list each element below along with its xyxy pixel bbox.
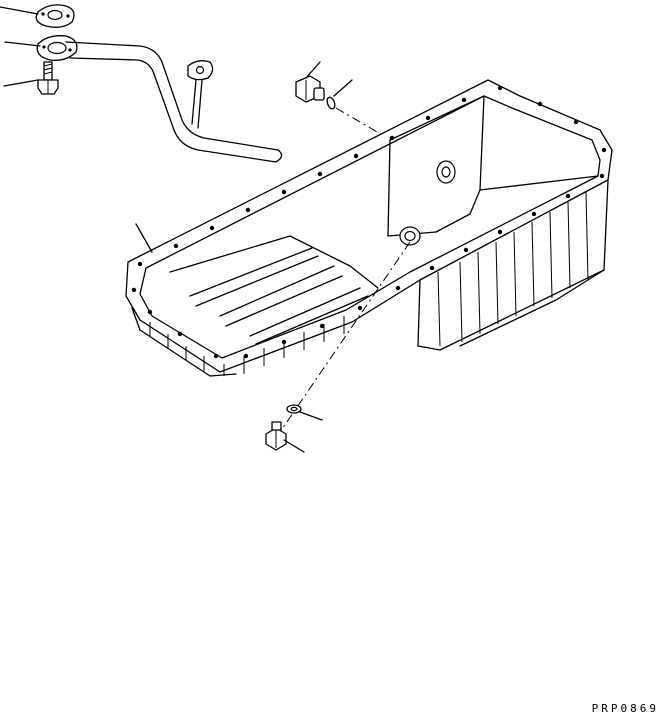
drawing-reference-code: PRP0869: [591, 702, 659, 715]
leader-line: [305, 61, 321, 79]
oil-pan-icon[interactable]: [125, 79, 613, 377]
drain-centerline: [279, 241, 411, 433]
gasket-icon[interactable]: [35, 4, 75, 28]
leader-line: [4, 41, 41, 47]
leader-line: [283, 439, 305, 453]
drain-plug-icon[interactable]: [265, 421, 287, 451]
bolt-icon[interactable]: [37, 61, 59, 95]
leader-line: [3, 79, 39, 87]
leader-line: [299, 411, 323, 421]
o-ring-icon[interactable]: [326, 96, 337, 110]
plug-icon[interactable]: [295, 75, 325, 103]
leader-line: [333, 79, 353, 97]
washer-icon[interactable]: [286, 404, 302, 414]
gasket-icon[interactable]: [36, 35, 78, 61]
leader-line: [135, 223, 153, 253]
pipe-icon[interactable]: [65, 41, 283, 163]
leader-line: [0, 6, 39, 15]
